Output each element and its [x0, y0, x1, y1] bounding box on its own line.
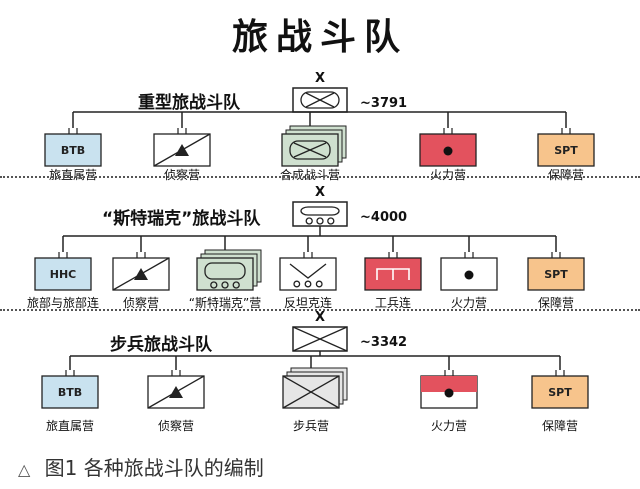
- triangle-icon: [175, 144, 189, 156]
- unit-symbol: [364, 257, 422, 291]
- separator-2: [0, 309, 640, 311]
- unit-symbol: BTB: [41, 375, 99, 409]
- unit-symbol: BTB: [44, 133, 102, 167]
- unit-box: [279, 257, 337, 291]
- figure-caption: △ 图1 各种旅战斗队的编制: [18, 452, 264, 481]
- section-2: X HHC SPT: [34, 185, 585, 291]
- unit-code-text: SPT: [548, 386, 572, 399]
- antitank-chevron-icon: [289, 263, 327, 279]
- unit-label: 火力营: [430, 419, 468, 433]
- strength-value: ~3342: [360, 335, 408, 350]
- unit-symbol: [153, 133, 211, 167]
- dot-icon: [464, 270, 474, 280]
- unit-label: 侦察营: [163, 168, 201, 182]
- unit-label: 旅直属营: [48, 168, 98, 182]
- x-line: [305, 92, 335, 108]
- unit-symbol: [147, 375, 205, 409]
- unit-symbol: [196, 249, 262, 291]
- unit-symbol: [420, 375, 478, 409]
- echelon-x-marker: X: [315, 71, 325, 86]
- unit-label: 合成战斗营: [279, 168, 341, 182]
- wheel-icon: [315, 280, 323, 288]
- unit-box: [527, 257, 585, 291]
- unit-box: [41, 375, 99, 409]
- dot-icon: [444, 388, 454, 398]
- x-line: [293, 142, 327, 158]
- unit-label: “斯特瑞克”营: [188, 296, 262, 310]
- hq-box: [292, 201, 348, 227]
- engineer-icon: [376, 268, 410, 280]
- unit-box-band: [421, 376, 477, 392]
- strength-value: ~4000: [360, 210, 408, 225]
- unit-box: [44, 133, 102, 167]
- unit-code-text: BTB: [61, 144, 85, 157]
- triangle-icon: △: [18, 460, 31, 479]
- unit-label: 保障营: [547, 168, 585, 182]
- unit-label: 步兵营: [292, 419, 330, 433]
- wheel-icon: [210, 281, 218, 289]
- x-line: [282, 375, 340, 409]
- wheel-icon: [293, 280, 301, 288]
- title: 旅战斗队: [231, 17, 408, 58]
- armor-track-icon: [289, 140, 331, 160]
- section-name: “斯特瑞克”旅战斗队: [102, 209, 261, 229]
- wheel-icon: [316, 217, 324, 225]
- unit-label: 反坦克连: [283, 296, 333, 310]
- dot-icon: [443, 146, 453, 156]
- unit-box: [34, 257, 92, 291]
- wheel-icon: [304, 280, 312, 288]
- unit-symbol: [279, 257, 337, 291]
- unit-code-text: SPT: [544, 268, 568, 281]
- triangle-icon: [134, 268, 148, 280]
- armor-track-icon: [204, 262, 246, 280]
- unit-symbol: SPT: [537, 133, 595, 167]
- unit-code-text: HHC: [50, 268, 77, 281]
- unit-label: 保障营: [541, 419, 579, 433]
- unit-symbol: [440, 257, 498, 291]
- unit-symbol: HHC: [34, 257, 92, 291]
- caption-text: 图1 各种旅战斗队的编制: [44, 456, 264, 480]
- triangle-icon: [169, 386, 183, 398]
- section-3: X BTB SPT: [41, 310, 589, 409]
- armor-track-icon: [300, 206, 340, 216]
- wheel-icon: [327, 217, 335, 225]
- unit-symbol: [419, 133, 477, 167]
- wheel-icon: [221, 281, 229, 289]
- unit-code-text: BTB: [58, 386, 82, 399]
- unit-symbol: [112, 257, 170, 291]
- unit-symbol: SPT: [531, 375, 589, 409]
- unit-label: 保障营: [537, 296, 575, 310]
- unit-symbol: [281, 125, 347, 167]
- strength-value: ~3791: [360, 96, 408, 111]
- unit-label: 旅部与旅部连: [26, 296, 100, 310]
- unit-label: 火力营: [450, 296, 488, 310]
- unit-label: 旅直属营: [45, 419, 95, 433]
- unit-code-text: SPT: [554, 144, 578, 157]
- section-name: 步兵旅战斗队: [110, 335, 212, 355]
- x-line: [292, 326, 348, 352]
- section-name: 重型旅战斗队: [138, 93, 240, 113]
- armor-track-icon: [300, 91, 340, 109]
- wheel-icon: [232, 281, 240, 289]
- unit-label: 火力营: [429, 168, 467, 182]
- echelon-x-marker: X: [315, 310, 325, 325]
- separator-1: [0, 176, 640, 178]
- echelon-x-marker: X: [315, 185, 325, 200]
- unit-symbol: [282, 367, 348, 409]
- section-1: X BTB SPT: [44, 71, 595, 167]
- unit-symbol: SPT: [527, 257, 585, 291]
- unit-box: [531, 375, 589, 409]
- unit-box: [537, 133, 595, 167]
- unit-label: 侦察营: [157, 419, 195, 433]
- unit-label: 工兵连: [374, 296, 412, 310]
- wheel-icon: [305, 217, 313, 225]
- unit-label: 侦察营: [122, 296, 160, 310]
